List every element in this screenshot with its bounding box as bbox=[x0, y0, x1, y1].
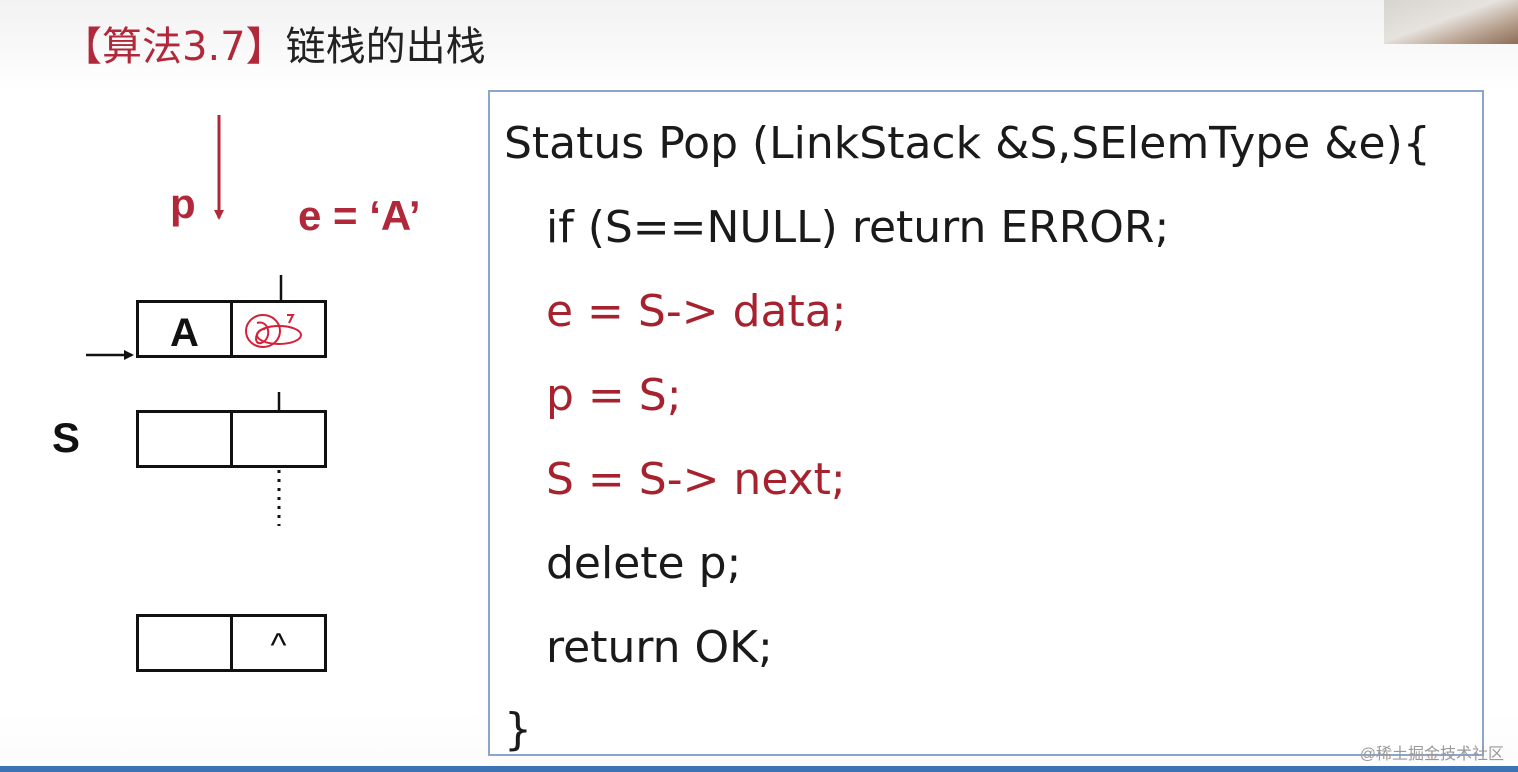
bottom-node: ^ bbox=[136, 614, 327, 672]
bottom-node-null: ^ bbox=[230, 617, 324, 669]
code-line-assign-p: p = S; bbox=[546, 370, 682, 421]
title-algorithm-tag: 【算法3.7】 bbox=[62, 24, 286, 70]
second-node-data bbox=[139, 413, 230, 465]
pointer-s-label: S bbox=[52, 414, 81, 461]
top-node-next bbox=[230, 303, 324, 355]
watermark: @稀土掘金技术社区 bbox=[1359, 746, 1504, 763]
code-line-null-check: if (S==NULL) return ERROR; bbox=[546, 202, 1170, 253]
title-text: 链栈的出栈 bbox=[285, 24, 486, 70]
diagram-arrows bbox=[86, 115, 286, 526]
linked-stack-diagram: p e = ‘A’ S A ^ bbox=[0, 80, 480, 720]
pointer-p-label: p bbox=[170, 180, 196, 227]
handwritten-scribble-annotation bbox=[245, 314, 302, 348]
second-node-next bbox=[230, 413, 324, 465]
bottom-accent-strip bbox=[0, 766, 1518, 772]
code-line-closing-brace: } bbox=[504, 704, 532, 755]
e-assignment-label: e = ‘A’ bbox=[298, 192, 421, 239]
top-node: A bbox=[136, 300, 327, 358]
code-line-delete: delete p; bbox=[546, 538, 742, 589]
code-line-assign-e: e = S-> data; bbox=[546, 286, 847, 337]
code-line-return: return OK; bbox=[546, 622, 773, 673]
top-node-data: A bbox=[170, 311, 199, 355]
slide-title: 【算法3.7】链栈的出栈 bbox=[62, 14, 486, 72]
presenter-video-thumbnail bbox=[1384, 0, 1518, 44]
code-box: Status Pop (LinkStack &S,SElemType &e){ … bbox=[488, 90, 1484, 756]
code-line-signature: Status Pop (LinkStack &S,SElemType &e){ bbox=[504, 118, 1431, 169]
second-node bbox=[136, 410, 327, 468]
bottom-node-data bbox=[139, 617, 230, 669]
code-line-advance-s: S = S-> next; bbox=[546, 454, 846, 505]
